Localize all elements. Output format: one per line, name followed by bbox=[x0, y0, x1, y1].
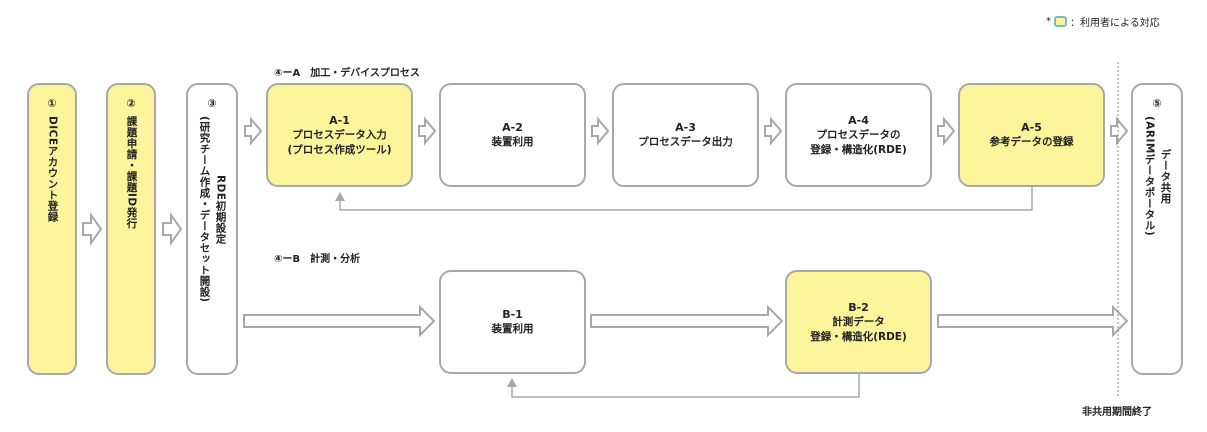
box-a5-line1: 参考データの登録 bbox=[989, 136, 1074, 148]
box-a2-id: A-2 bbox=[502, 121, 523, 134]
arrow-a2-a3 bbox=[591, 116, 610, 146]
box-a4[interactable]: A-4 プロセスデータの 登録・構造化(RDE) bbox=[785, 83, 932, 187]
box-b2[interactable]: B-2 計測データ 登録・構造化(RDE) bbox=[785, 270, 932, 374]
stage-3-label: RDE初期設定 bbox=[214, 174, 227, 245]
box-b2-line1: 計測データ bbox=[832, 315, 885, 328]
stage-2-number: ② bbox=[126, 97, 136, 110]
arrow-a3-a4 bbox=[764, 116, 783, 146]
stage-5-sublabel: (ARIMデータポータル) bbox=[1143, 116, 1156, 237]
box-a5-id: A-5 bbox=[1021, 121, 1042, 134]
stage-2-box[interactable]: ② 課題申請・課題ID発行 bbox=[106, 83, 156, 375]
box-a4-line2: 登録・構造化(RDE) bbox=[810, 143, 907, 156]
arrow-3-a1 bbox=[244, 116, 263, 146]
box-b1-id: B-1 bbox=[502, 308, 523, 321]
box-a2-line1: 装置利用 bbox=[491, 136, 534, 148]
stage-2-label: 課題申請・課題ID発行 bbox=[125, 116, 138, 229]
box-a1-line1: プロセスデータ入力 bbox=[292, 128, 387, 141]
loop-b2-b1 bbox=[507, 374, 860, 398]
arrow-1-2 bbox=[82, 211, 103, 247]
legend-swatch bbox=[1054, 16, 1067, 27]
stage-1-label: DICEアカウント登録 bbox=[46, 116, 59, 223]
stage-1-box[interactable]: ① DICEアカウント登録 bbox=[27, 83, 77, 375]
legend: * ：利用者による対応 bbox=[1046, 14, 1160, 29]
arrow-a5-5 bbox=[1110, 116, 1129, 146]
stage-5-label: データ共用 bbox=[1159, 148, 1172, 204]
loop-a5-a1 bbox=[335, 187, 1033, 211]
box-a2[interactable]: A-2 装置利用 bbox=[439, 83, 586, 187]
box-a3-line1: プロセスデータ出力 bbox=[638, 136, 733, 148]
end-period-label: 非共用期間終了 bbox=[1082, 407, 1152, 418]
box-a3[interactable]: A-3 プロセスデータ出力 bbox=[612, 83, 759, 187]
arrow-b2-5 bbox=[937, 304, 1129, 338]
box-b1-line1: 装置利用 bbox=[491, 323, 534, 335]
box-a4-line1: プロセスデータの bbox=[816, 128, 901, 141]
legend-text: ：利用者による対応 bbox=[1070, 18, 1160, 29]
box-a1-id: A-1 bbox=[329, 113, 350, 127]
stage-1-number: ① bbox=[47, 97, 57, 110]
box-b2-line2: 登録・構造化(RDE) bbox=[810, 330, 907, 343]
stage-3-box[interactable]: ③ RDE初期設定 (研究チーム作成・データセット開設) bbox=[186, 83, 238, 375]
process-b-title: ④ーB 計測・分析 bbox=[274, 254, 361, 265]
box-a4-id: A-4 bbox=[848, 113, 869, 127]
arrow-b1-b2 bbox=[590, 304, 784, 338]
legend-marker: * bbox=[1046, 16, 1051, 27]
box-b1[interactable]: B-1 装置利用 bbox=[439, 270, 586, 374]
box-a5[interactable]: A-5 参考データの登録 bbox=[958, 83, 1105, 187]
stage-3-sublabel: (研究チーム作成・データセット開設) bbox=[198, 116, 211, 303]
arrow-2-3 bbox=[162, 211, 183, 247]
arrow-3-b1 bbox=[243, 304, 436, 338]
stage-3-number: ③ bbox=[207, 97, 217, 110]
box-a1-line2: (プロセス作成ツール) bbox=[287, 143, 392, 156]
stage-5-box[interactable]: ⑤ データ共用 (ARIMデータポータル) bbox=[1131, 83, 1183, 375]
box-b2-id: B-2 bbox=[848, 300, 869, 314]
process-a-title: ④ーA 加工・デバイスプロセス bbox=[274, 68, 420, 79]
box-a1[interactable]: A-1 プロセスデータ入力 (プロセス作成ツール) bbox=[266, 83, 413, 187]
box-a3-id: A-3 bbox=[675, 121, 696, 134]
stage-5-number: ⑤ bbox=[1152, 97, 1162, 110]
arrow-a1-a2 bbox=[418, 116, 437, 146]
arrow-a4-a5 bbox=[937, 116, 956, 146]
